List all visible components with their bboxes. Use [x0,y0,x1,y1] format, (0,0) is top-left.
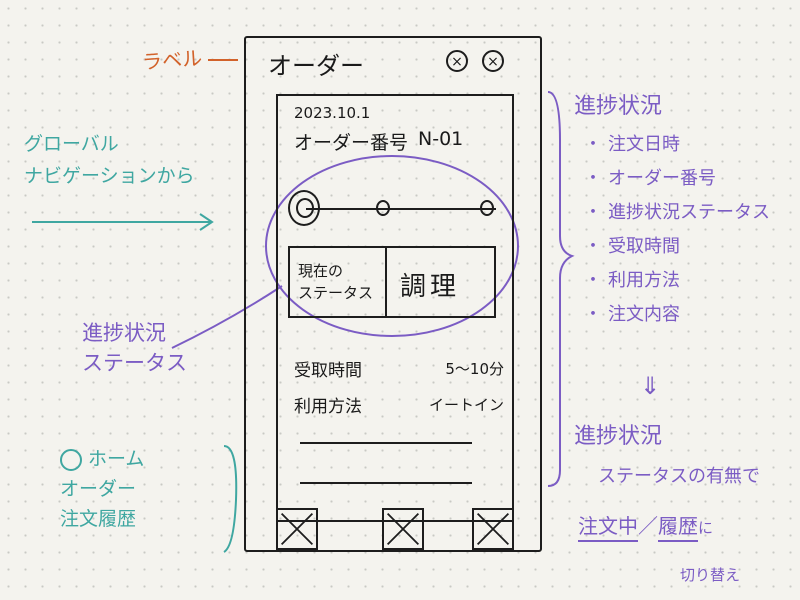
tabs-note-home: ホーム [60,444,144,474]
placeholder-x-icon [476,512,510,546]
label-annotation: ラベル [141,45,203,75]
tabs-annotation: ホーム オーダー 注文履歴 [60,444,144,534]
right-bracket [547,91,575,487]
close-circle-icon[interactable]: × [446,50,468,72]
list-item: ・利用方法 [584,270,680,291]
pickup-time-value: 5〜10分 [445,360,504,378]
tabs-note-history: 注文履歴 [60,508,137,530]
right-panel-switch-line: 注文中／履歴に [578,510,714,542]
usage-value: イートイン [428,396,504,414]
status-callout-line-2: ステータス [82,351,187,375]
right-panel-text: ステータスの有無で [598,466,760,487]
list-item: ・オーダー番号 [584,168,716,189]
right-panel-title-2: 進捗状況 [574,424,663,449]
status-box: 現在の ステータス 調理 [288,246,496,318]
nav-note-line-1: グローバル [24,133,119,155]
pickup-time-label: 受取時間 [294,361,362,381]
placeholder-x-icon [386,512,420,546]
phone-frame: オーダー × × 2023.10.1 オーダー番号 N-01 現在の ステータス… [244,36,542,552]
close-circle-icon[interactable]: × [482,50,504,72]
list-item: ・受取時間 [584,236,680,257]
nav-note-line-2: ナビゲーションから [24,165,195,187]
status-callout-line-1: 進捗状況 [82,321,166,345]
right-panel-switch-end: 切り替え [680,566,741,584]
placeholder-x-icon [280,512,314,546]
status-value: 調理 [400,272,461,302]
order-card: 2023.10.1 オーダー番号 N-01 現在の ステータス 調理 受取時間 … [276,94,514,522]
global-nav-annotation: グローバル ナビゲーションから [24,128,195,192]
order-number-label: オーダー番号 [294,132,409,154]
tab-home[interactable] [276,508,318,550]
right-panel-title: 進捗状況 [574,94,663,119]
nav-arrow [32,213,214,231]
ordering-label: 注文中 [578,514,638,542]
progress-step-current [288,190,320,226]
list-item: ・進捗状況ステータス [584,202,770,223]
usage-label: 利用方法 [294,397,362,417]
order-content-line [300,442,472,444]
order-number: N-01 [418,128,464,150]
list-item: ・注文内容 [584,304,680,325]
right-panel-list: ・注文日時 ・オーダー番号 ・進捗状況ステータス ・受取時間 ・利用方法 ・注文… [584,128,770,332]
history-label: 履歴 [658,514,698,542]
tab-order[interactable] [382,508,424,550]
progress-line [306,208,496,210]
tabs-note-order: オーダー [60,478,137,500]
list-item: ・注文日時 [584,134,680,155]
tab-order-history[interactable] [472,508,514,550]
separator: ／ [638,514,658,538]
status-label: 現在の ステータス [298,262,374,302]
suffix: に [698,519,714,537]
order-content-line [300,482,472,484]
progress-step-2 [376,200,390,216]
down-arrow-icon: ⇓ [640,372,661,400]
screen-title: オーダー [268,52,364,80]
target-icon [60,448,82,471]
order-date: 2023.10.1 [294,104,371,122]
tabs-bracket [223,445,238,553]
status-annotation: 進捗状況 ステータス [82,318,187,378]
progress-step-3 [480,200,494,216]
status-divider [385,248,387,316]
progress-step-current-inner [296,198,314,218]
